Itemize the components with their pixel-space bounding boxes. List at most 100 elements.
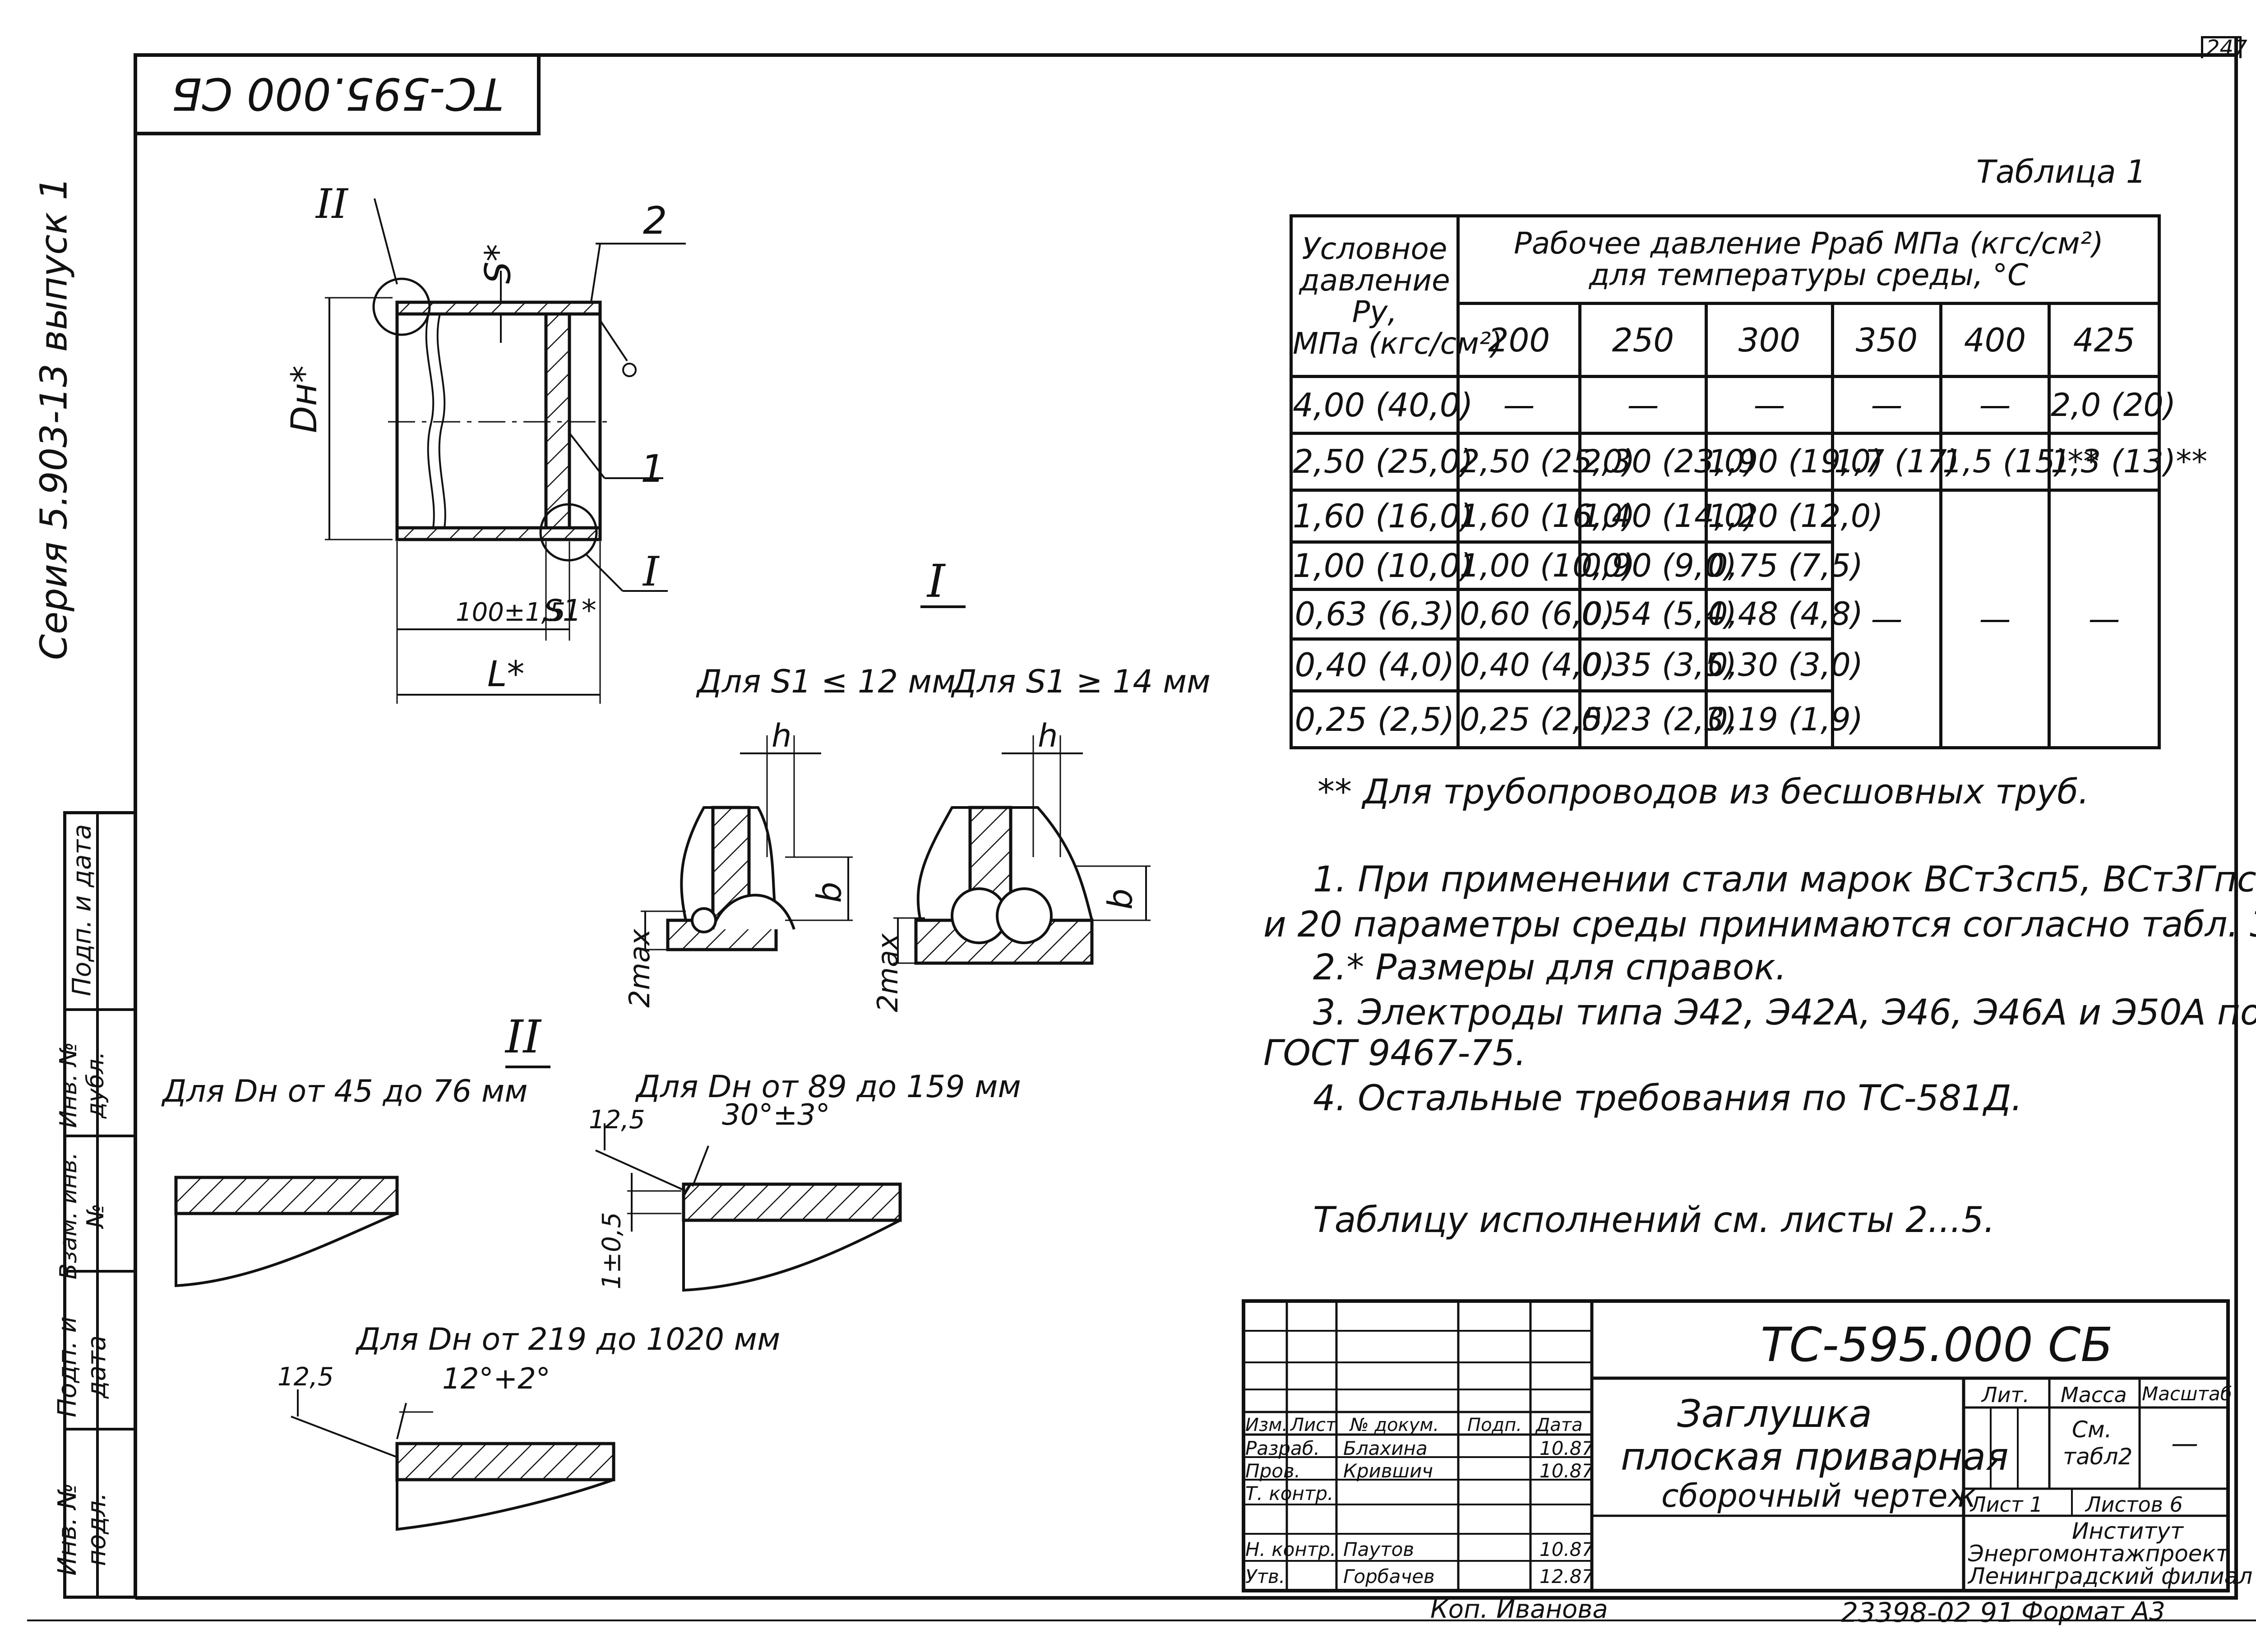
note-1a: 1. При применении стали марок ВСт3сп5, В…: [1313, 859, 2256, 900]
detail-II-title: II: [505, 1011, 541, 1063]
for-s1-ge-14: Для S1 ≥ 14 мм: [952, 663, 1211, 700]
frame-bottom: [135, 1596, 2238, 1600]
dim-dn-label: Dн*: [284, 365, 325, 434]
massa-value-1: См.: [2072, 1417, 2112, 1443]
note-3a: 3. Электроды типа Э42, Э42А, Э46, Э46А и…: [1313, 992, 2256, 1033]
massa-value-2: табл2: [2063, 1444, 2133, 1470]
role-tkontr: Т. контр.: [1245, 1482, 1334, 1504]
drawing-name-1: Заглушка: [1677, 1392, 1872, 1436]
table-caption: Таблица 1: [1976, 153, 2146, 190]
table-row: 0,63 (6,3) 0,60 (6,0) 0,54 (5,4) 0,48 (4…: [1290, 587, 2159, 641]
org-line-2: Энергомонтажпроект: [1968, 1541, 2229, 1567]
header-working-pressure: Рабочее давление Рраб МПа (кгс/см²)для т…: [1456, 214, 2161, 305]
lit-label: Лит.: [1982, 1383, 2029, 1407]
temp-425: 425: [2047, 301, 2161, 378]
frame-top: [135, 53, 2238, 57]
dn-219-1020-label: Для Dн от 219 до 1020 мм: [356, 1322, 781, 1357]
table-row: 1,00 (10,0) 1,00 (10,0) 0,90 (9,0) 0,75 …: [1290, 540, 2159, 591]
massa-label: Масса: [2061, 1383, 2127, 1407]
pipe-bottom-wall: [395, 526, 602, 541]
view-II-label: II: [316, 180, 348, 228]
break-line: [425, 314, 435, 528]
plug-plate: [544, 312, 571, 530]
drawing-code: ТС-595.000 СБ: [1761, 1317, 2113, 1372]
drawing-name-2: плоская приварная: [1621, 1435, 2009, 1479]
detail-II-circle: [372, 277, 431, 336]
trim-line: [27, 1620, 2256, 1621]
temp-350: 350: [1831, 301, 1942, 378]
table-row: 4,00 (40,0) — — — — — 2,0 (20): [1290, 375, 2176, 435]
sheet-number: Лист 1: [1970, 1492, 2043, 1517]
note-4: 4. Остальные требования по ТС-581Д.: [1313, 1078, 2023, 1119]
date-utv: 12.87: [1539, 1565, 1594, 1587]
org-line-3: Ленинградский филиал: [1968, 1563, 2253, 1589]
weld-b-right: b: [1101, 888, 1140, 910]
name-nkontr: Паутов: [1343, 1538, 1415, 1560]
weld-h-left: h: [772, 717, 792, 754]
edge-45-76: [174, 1176, 399, 1215]
angle-30-label: 30°±3°: [722, 1098, 830, 1132]
title-block: ТС-595.000 СБ Заглушка плоская приварная…: [1242, 1299, 2252, 1592]
frame-left: [134, 53, 137, 1599]
table-row: 2,50 (25,0) 2,50 (25,0) 2,30 (23,0) 1,90…: [1290, 432, 2207, 492]
edge-89-159: [682, 1182, 902, 1222]
angle-12-label: 12°+2°: [442, 1362, 550, 1396]
temp-250: 250: [1578, 301, 1708, 378]
mirrored-stamp-box: ТС-595.000 СБ: [135, 54, 541, 135]
see-sheets: Таблицу исполнений см. листы 2...5.: [1313, 1200, 1995, 1241]
rough-12-5-a: 12,5: [589, 1105, 645, 1135]
pipe-top-wall: [395, 300, 602, 316]
dim-100-label: 100±1,5: [456, 598, 565, 627]
weld-2max-right: 2max: [871, 933, 904, 1012]
left-stamp: Подп. и дата Инв. № дубл. Взам. инв. № П…: [53, 811, 135, 1599]
temp-200: 200: [1456, 301, 1581, 378]
footnote: ** Для трубопроводов из бесшовных труб.: [1318, 771, 2090, 812]
archive-number: 23398-02 91: [1841, 1597, 2015, 1629]
role-prov: Пров.: [1245, 1460, 1301, 1482]
sheet-format: Формат А3: [2021, 1597, 2165, 1626]
page-number: 247: [2206, 36, 2247, 61]
title-block-grid: [1242, 1299, 2230, 1592]
note-1b: и 20 параметры среды принимаются согласн…: [1263, 904, 2256, 945]
dim-s-label: S*: [478, 244, 519, 284]
role-razrab: Разраб.: [1245, 1437, 1320, 1459]
rough-12-5-b: 12,5: [277, 1362, 334, 1392]
frame-right: [2234, 38, 2238, 1599]
page-number-box: 247: [2201, 36, 2247, 61]
date-razrab: 10.87: [1539, 1437, 1594, 1459]
drawing-name-3: сборочный чертеж: [1661, 1477, 1976, 1514]
weld-h-right: h: [1038, 717, 1058, 754]
merged-dash-350: —: [1831, 488, 1942, 750]
dn-45-76-label: Для Dн от 45 до 76 мм: [162, 1074, 528, 1109]
role-utv: Утв.: [1245, 1565, 1285, 1587]
col-list: Лист: [1290, 1415, 1336, 1435]
note-3b: ГОСТ 9467-75.: [1263, 1033, 1526, 1074]
merged-dash-425: —: [2047, 488, 2161, 750]
copied-by: Коп. Иванова: [1430, 1595, 1608, 1624]
detail-I-title: I: [927, 555, 945, 608]
table-row: 1,60 (16,0) 1,60 (16,0) 1,40 (14,0) 1,20…: [1290, 488, 2161, 750]
weld-b-left: b: [810, 881, 849, 903]
table-row: 0,25 (2,5) 0,25 (2,5) 0,23 (2,3) 0,19 (1…: [1290, 689, 2159, 749]
detail-I-marker: I: [643, 548, 659, 595]
name-prov: Крившич: [1343, 1460, 1433, 1482]
edge-219-1020: [395, 1442, 615, 1481]
table-row: 0,40 (4,0) 0,40 (4,0) 0,35 (3,5) 0,30 (3…: [1290, 637, 2159, 693]
dn-89-159-label: Для Dн от 89 до 159 мм: [636, 1069, 1021, 1105]
part-1-label: 1: [641, 447, 665, 491]
col-dokum: № докум.: [1350, 1415, 1439, 1435]
masshtab-label: Масштаб: [2142, 1383, 2232, 1405]
for-s1-le-12: Для S1 ≤ 12 мм: [697, 663, 956, 700]
dim-s1-label: S1*: [544, 593, 596, 628]
name-utv: Горбачев: [1343, 1565, 1435, 1587]
sheet-count: Листов 6: [2085, 1492, 2183, 1517]
temp-400: 400: [1939, 301, 2051, 378]
masshtab-value: —: [2171, 1428, 2198, 1459]
date-prov: 10.87: [1539, 1460, 1594, 1482]
dim-l-label: L*: [487, 654, 525, 695]
name-razrab: Блахина: [1343, 1437, 1428, 1459]
temp-300: 300: [1705, 301, 1834, 378]
